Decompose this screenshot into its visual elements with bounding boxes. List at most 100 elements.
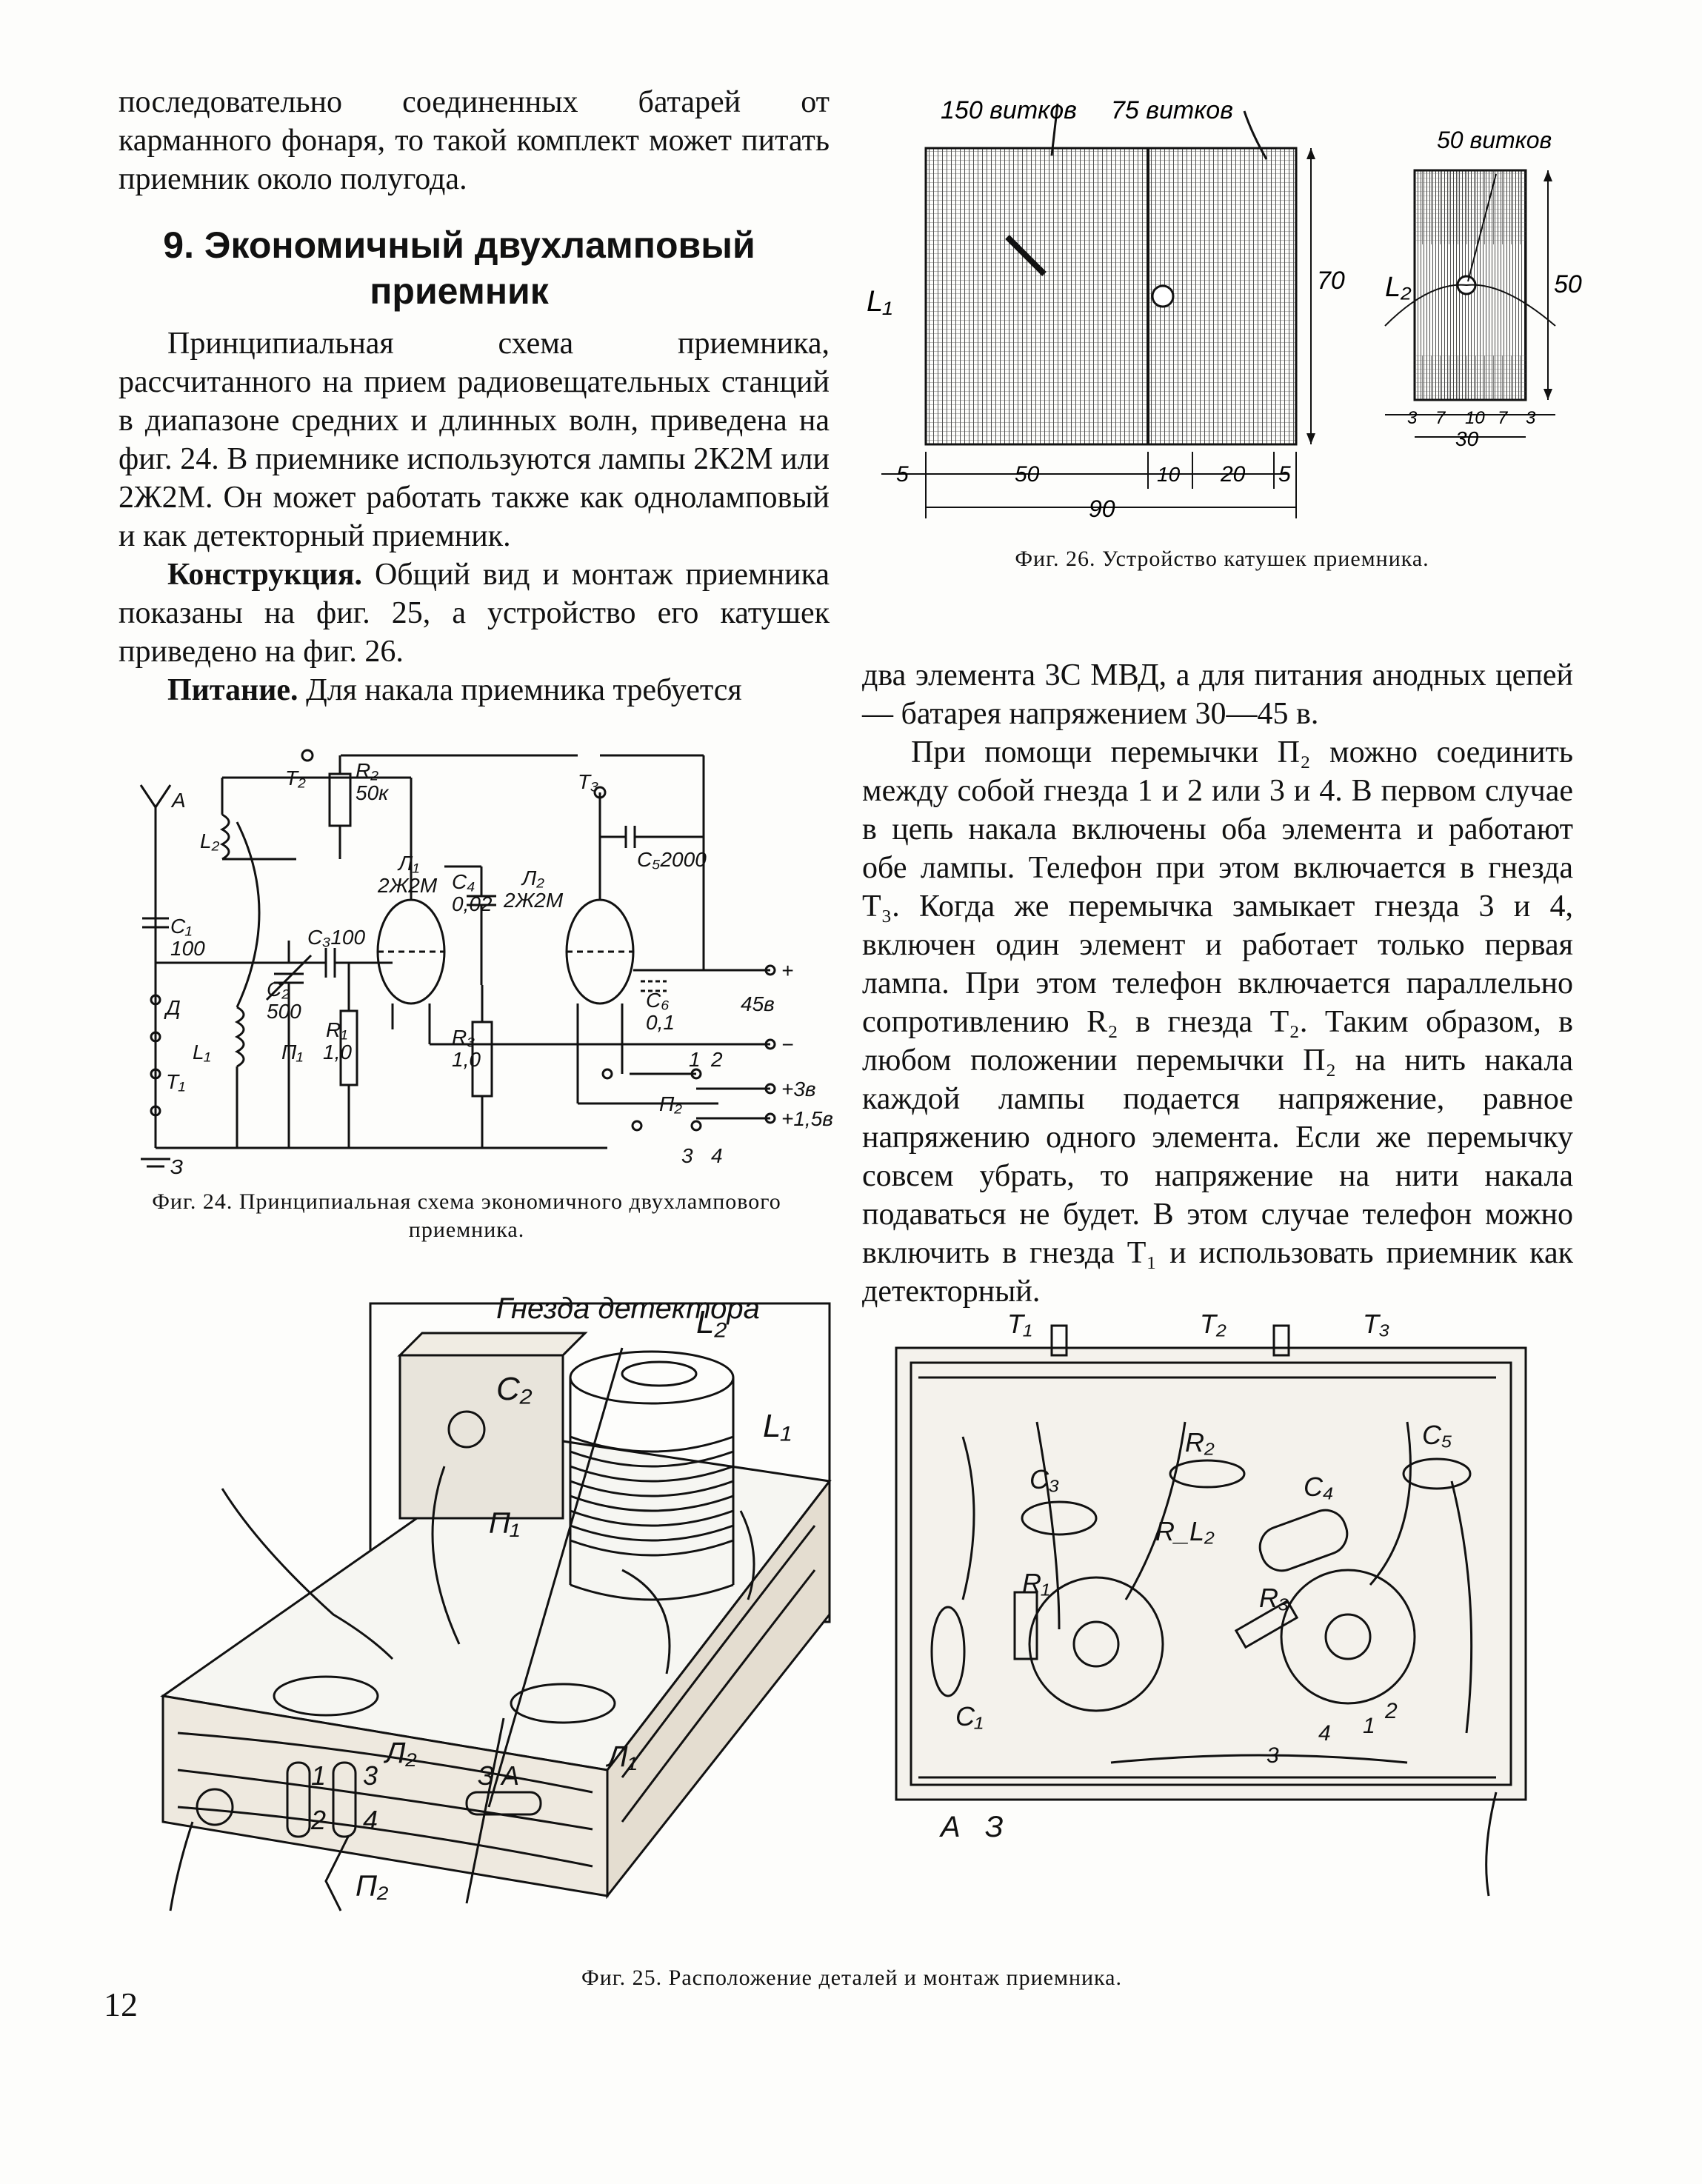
asm-j3: 3 bbox=[363, 1760, 378, 1791]
sch-C3: C₃100 bbox=[307, 926, 365, 949]
sch-plus: + bbox=[781, 959, 793, 982]
sch-n1: 1 bbox=[689, 1048, 701, 1071]
dim-7a: 7 bbox=[1435, 408, 1446, 428]
asm-C2: C₂ bbox=[496, 1371, 533, 1407]
sch-L2: L₂ bbox=[200, 829, 220, 852]
sch-T3: T₃ bbox=[578, 770, 598, 793]
sch-minus: − bbox=[781, 1033, 793, 1056]
asm-RL2: R_L₂ bbox=[1155, 1516, 1215, 1546]
sch-C6-value: 0,1 bbox=[646, 1011, 675, 1034]
fig24-schematic-drawing: A L₂ C₁ 100 Д T₁ З L₁ П₁ C₂ 500 C₃100 R₁… bbox=[139, 749, 833, 1178]
sch-tube2-type: 2Ж2М bbox=[503, 889, 564, 912]
left-body-text: Принципиальная схема приемника, рассчита… bbox=[119, 324, 830, 709]
asm-T1: T₁ bbox=[1007, 1309, 1032, 1339]
asm-R3: R₃ bbox=[1259, 1583, 1289, 1613]
dim-7b: 7 bbox=[1498, 408, 1509, 428]
section-title: Экономичный двухламповый приемник bbox=[204, 224, 755, 312]
sch-1-5v: +1,5в bbox=[781, 1107, 833, 1130]
sch-R2: R₂ bbox=[356, 759, 378, 782]
dim-10-L2: 10 bbox=[1465, 408, 1485, 428]
page-number: 12 bbox=[104, 1986, 138, 2023]
sch-3v: +3в bbox=[781, 1078, 816, 1101]
sch-L1: L₁ bbox=[193, 1041, 211, 1063]
asm-b1: 1 bbox=[1363, 1714, 1375, 1738]
asm-R2: R₂ bbox=[1185, 1427, 1215, 1457]
power-lead: Питание. bbox=[167, 673, 298, 707]
construction-lead: Конструкция. bbox=[167, 558, 362, 592]
asm-title: Гнезда детектора bbox=[496, 1292, 760, 1325]
label-150-turns: 150 витков bbox=[941, 96, 1077, 124]
section-heading: 9. Экономичный двухламповый приемник bbox=[119, 222, 800, 314]
asm-C3: C₃ bbox=[1029, 1464, 1059, 1495]
sch-tube1: Л₁ bbox=[397, 852, 419, 875]
left-intro-text: последовательно соединенных батарей от к… bbox=[119, 83, 830, 198]
sch-C5: C₅2000 bbox=[637, 848, 707, 871]
paragraph-construction: Конструкция. Общий вид и монтаж приемник… bbox=[119, 555, 830, 671]
label-L2: L₂ bbox=[1385, 272, 1412, 303]
sch-45v: 45в bbox=[741, 992, 775, 1015]
asm-b3: 3 bbox=[1267, 1743, 1279, 1768]
asm-C1: C₁ bbox=[955, 1701, 983, 1731]
asm-C4: C₄ bbox=[1304, 1472, 1333, 1502]
sch-tube2: Л₂ bbox=[521, 866, 544, 889]
asm-T2: T₂ bbox=[1200, 1309, 1227, 1339]
sch-C2-value: 500 bbox=[267, 1000, 301, 1023]
dim-3b: 3 bbox=[1526, 408, 1536, 428]
fig24-caption: Фиг. 24. Принципиальная схема экономично… bbox=[152, 1189, 781, 1242]
sch-A: A bbox=[170, 789, 186, 812]
asm-L2: L₂ bbox=[696, 1304, 727, 1340]
sch-C2: C₂ bbox=[267, 978, 290, 1001]
asm-L1: L₁ bbox=[763, 1408, 791, 1444]
label-50-turns: 50 витков bbox=[1437, 127, 1552, 153]
dim-20: 20 bbox=[1220, 462, 1246, 487]
asm-ZA: З А bbox=[478, 1760, 519, 1791]
sch-C6: C₆ bbox=[646, 989, 670, 1012]
dim-50: 50 bbox=[1015, 462, 1040, 487]
paragraph-supply: два элемента 3С МВД, а для питания анодн… bbox=[862, 658, 1573, 731]
dim-10: 10 bbox=[1157, 463, 1181, 486]
section-number: 9. bbox=[163, 224, 194, 266]
sch-C1: C₁ bbox=[170, 915, 192, 938]
sch-ground: З bbox=[170, 1155, 183, 1178]
label-75-turns: 75 витков bbox=[1111, 96, 1233, 124]
asm-tube2: Л₂ bbox=[383, 1737, 417, 1769]
intro-paragraph: последовательно соединенных батарей от к… bbox=[119, 85, 830, 196]
sch-P1: П₁ bbox=[281, 1041, 303, 1063]
paragraph-power: Питание. Для накала приемника требуется bbox=[119, 671, 830, 709]
dim-5-left: 5 bbox=[896, 462, 909, 487]
asm-j4: 4 bbox=[363, 1805, 378, 1835]
power-text: Для накала приемника требуется bbox=[306, 673, 742, 707]
dim-90: 90 bbox=[1089, 495, 1115, 522]
sch-n3: 3 bbox=[681, 1144, 693, 1167]
asm-b4: 4 bbox=[1318, 1721, 1331, 1746]
right-body-text: два элемента 3С МВД, а для питания анодн… bbox=[862, 656, 1573, 1311]
fig25-caption: Фиг. 25. Расположение деталей и монтаж п… bbox=[581, 1966, 1122, 1990]
asm-R1: R₁ bbox=[1022, 1568, 1049, 1598]
sch-D: Д bbox=[164, 996, 181, 1019]
fig26-coils-drawing: 150 витков 75 витков L₁ 70 5 50 10 20 5 … bbox=[867, 96, 1582, 522]
label-L1: L₁ bbox=[867, 285, 892, 318]
asm-Z: З bbox=[985, 1811, 1004, 1843]
sch-T1: T₁ bbox=[166, 1070, 185, 1093]
sch-C4: C₄ bbox=[452, 870, 475, 893]
asm-C5: C₅ bbox=[1422, 1420, 1452, 1450]
paragraph-jumper: При помощи перемычки П₂ можно соединить … bbox=[862, 735, 1573, 1309]
sch-C4-value: 0,02 bbox=[452, 892, 493, 915]
sch-P2: П₂ bbox=[659, 1092, 682, 1115]
sch-R1: R₁ bbox=[326, 1018, 347, 1041]
sch-T2: T₂ bbox=[285, 767, 306, 789]
asm-b2: 2 bbox=[1384, 1699, 1398, 1723]
sch-R2-value: 50к bbox=[356, 781, 390, 804]
sch-R3-value: 1,0 bbox=[452, 1048, 481, 1071]
asm-P2: П₂ bbox=[356, 1870, 388, 1903]
sch-n4: 4 bbox=[711, 1144, 723, 1167]
sch-C1-value: 100 bbox=[170, 937, 205, 960]
asm-j2: 2 bbox=[310, 1805, 326, 1835]
dim-30: 30 bbox=[1455, 427, 1479, 450]
asm-T3: T₃ bbox=[1363, 1309, 1389, 1339]
sch-R3: R₃ bbox=[452, 1026, 475, 1049]
dim-5-right: 5 bbox=[1278, 462, 1291, 487]
paragraph-schematic: Принципиальная схема приемника, рассчита… bbox=[119, 327, 830, 553]
sch-n2: 2 bbox=[710, 1048, 723, 1071]
asm-j1: 1 bbox=[311, 1760, 326, 1791]
